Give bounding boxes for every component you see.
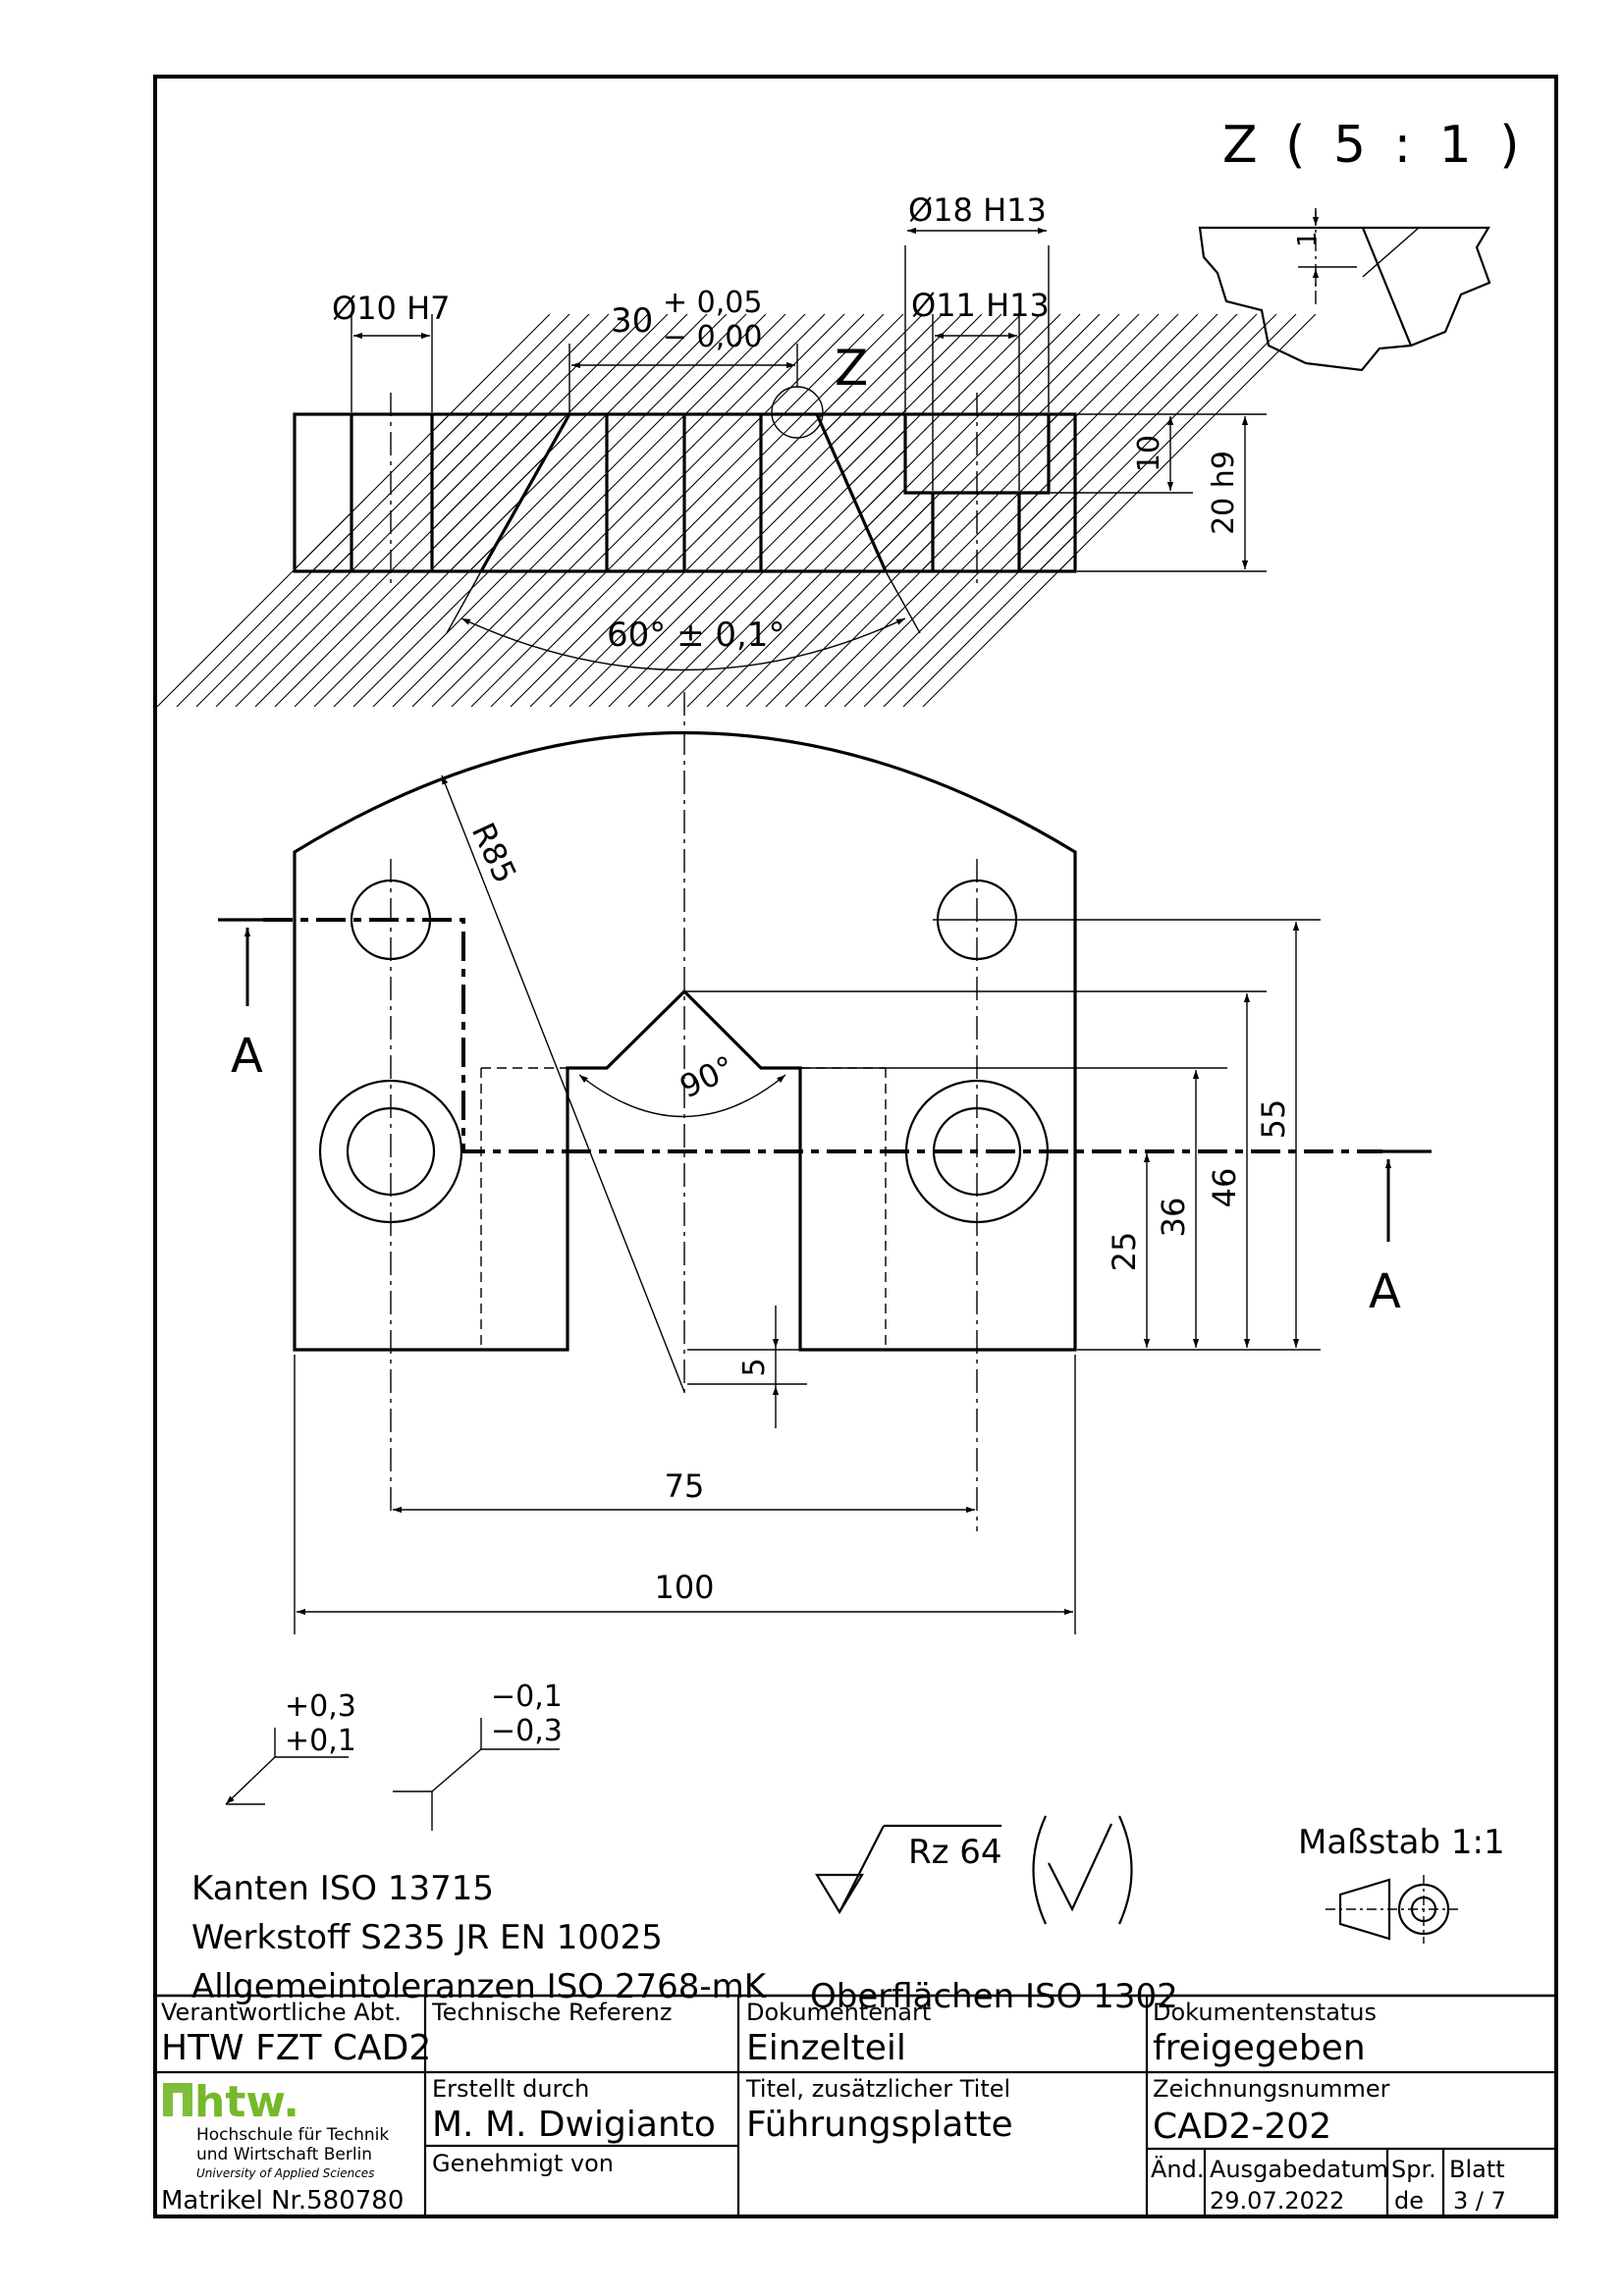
dim-55: 55 bbox=[1255, 1099, 1292, 1140]
tb-status-label: Dokumentenstatus bbox=[1153, 1999, 1377, 2026]
edge-right-upper: −0,1 bbox=[491, 1680, 563, 1714]
tb-sheet-value: 3 / 7 bbox=[1453, 2187, 1506, 2215]
note-kanten: Kanten ISO 13715 bbox=[191, 1869, 494, 1908]
dim-75: 75 bbox=[665, 1468, 705, 1505]
dim-46: 46 bbox=[1206, 1168, 1243, 1208]
tb-abt-value: HTW FZT CAD2 bbox=[161, 2028, 431, 2068]
dim-distance-30: 30 bbox=[611, 301, 653, 341]
tb-created-value: M. M. Dwigianto bbox=[432, 2105, 716, 2145]
dim-height-20: 20 h9 bbox=[1207, 451, 1241, 535]
dim-25: 25 bbox=[1106, 1232, 1143, 1272]
dim-hole-small: Ø10 H7 bbox=[332, 290, 451, 327]
tb-approved-label: Genehmigt von bbox=[432, 2150, 614, 2177]
detail-marker-z: Z bbox=[835, 340, 868, 397]
section-letter-right: A bbox=[1369, 1264, 1401, 1319]
tb-doctype-label: Dokumentenart bbox=[746, 1999, 931, 2026]
scale-label: Maßstab 1:1 bbox=[1298, 1823, 1505, 1862]
dim-depth-10: 10 bbox=[1132, 435, 1166, 472]
dim-cbore-outer: Ø18 H13 bbox=[908, 191, 1047, 229]
dim-distance-30-lower: − 0,00 bbox=[663, 320, 762, 354]
logo-text: htw. bbox=[194, 2077, 299, 2127]
tb-drawing-no-label: Zeichnungsnummer bbox=[1153, 2075, 1390, 2103]
tb-sheet-label: Blatt bbox=[1449, 2156, 1505, 2183]
surface-symbol: Rz 64 Oberflächen ISO 1302 bbox=[810, 1815, 1178, 2016]
note-toleranzen: Allgemeintoleranzen ISO 2768-mK bbox=[191, 1967, 768, 2006]
edge-symbol-left: +0,3 +0,1 bbox=[225, 1689, 356, 1805]
note-werkstoff: Werkstoff S235 JR EN 10025 bbox=[191, 1918, 663, 1957]
detail-depth-dim: 1 bbox=[1293, 231, 1323, 247]
dim-5: 5 bbox=[737, 1358, 772, 1376]
tb-abt-label: Verantwortliche Abt. bbox=[161, 1999, 402, 2026]
projection-symbol-icon bbox=[1325, 1875, 1458, 1944]
tb-status-value: freigegeben bbox=[1153, 2028, 1366, 2068]
tb-matrikel: Matrikel Nr.580780 bbox=[161, 2186, 404, 2216]
dim-36: 36 bbox=[1155, 1198, 1192, 1238]
edge-left-lower: +0,1 bbox=[285, 1724, 356, 1758]
tb-drawing-no-value: CAD2-202 bbox=[1153, 2107, 1331, 2147]
edge-right-lower: −0,3 bbox=[491, 1714, 563, 1748]
edge-symbol-right: −0,1 −0,3 bbox=[393, 1680, 563, 1831]
plan-view: A A R85 90° 25 36 46 55 5 75 100 bbox=[218, 692, 1432, 1634]
section-letter-left: A bbox=[231, 1029, 263, 1084]
tb-date-label: Ausgabedatum bbox=[1210, 2156, 1388, 2183]
title-block: Verantwortliche Abt. HTW FZT CAD2 Techni… bbox=[153, 1994, 1558, 2218]
tb-lang-value: de bbox=[1394, 2187, 1424, 2215]
tb-ref-label: Technische Referenz bbox=[431, 1999, 672, 2026]
tb-date-value: 29.07.2022 bbox=[1210, 2187, 1344, 2215]
edge-left-upper: +0,3 bbox=[285, 1689, 356, 1724]
school-line3: University of Applied Sciences bbox=[196, 2166, 374, 2180]
tb-title-value: Führungsplatte bbox=[746, 2105, 1013, 2145]
detail-label: Z ( 5 : 1 ) bbox=[1222, 116, 1526, 175]
tb-lang-label: Spr. bbox=[1391, 2156, 1436, 2183]
dim-100: 100 bbox=[654, 1569, 714, 1606]
surface-rz: Rz 64 bbox=[908, 1833, 1002, 1872]
section-view: Z Ø10 H7 30 + 0,05 − 0,00 Ø18 H13 Ø11 H1… bbox=[156, 191, 1317, 708]
tb-aend-label: Änd. bbox=[1151, 2155, 1205, 2183]
tb-doctype-value: Einzelteil bbox=[746, 2028, 906, 2068]
dim-cbore-inner: Ø11 H13 bbox=[911, 287, 1050, 324]
school-line1: Hochschule für Technik bbox=[196, 2125, 389, 2145]
dim-radius: R85 bbox=[464, 817, 524, 888]
tb-title-label: Titel, zusätzlicher Titel bbox=[745, 2075, 1010, 2103]
tb-created-label: Erstellt durch bbox=[432, 2075, 589, 2103]
school-line2: und Wirtschaft Berlin bbox=[196, 2145, 372, 2164]
detail-view-z: Z ( 5 : 1 ) 1 bbox=[1198, 116, 1526, 372]
dim-distance-30-upper: + 0,05 bbox=[663, 286, 762, 320]
htw-logo: htw. bbox=[163, 2077, 299, 2127]
dim-angle-60: 60° ± 0,1° bbox=[607, 615, 784, 655]
